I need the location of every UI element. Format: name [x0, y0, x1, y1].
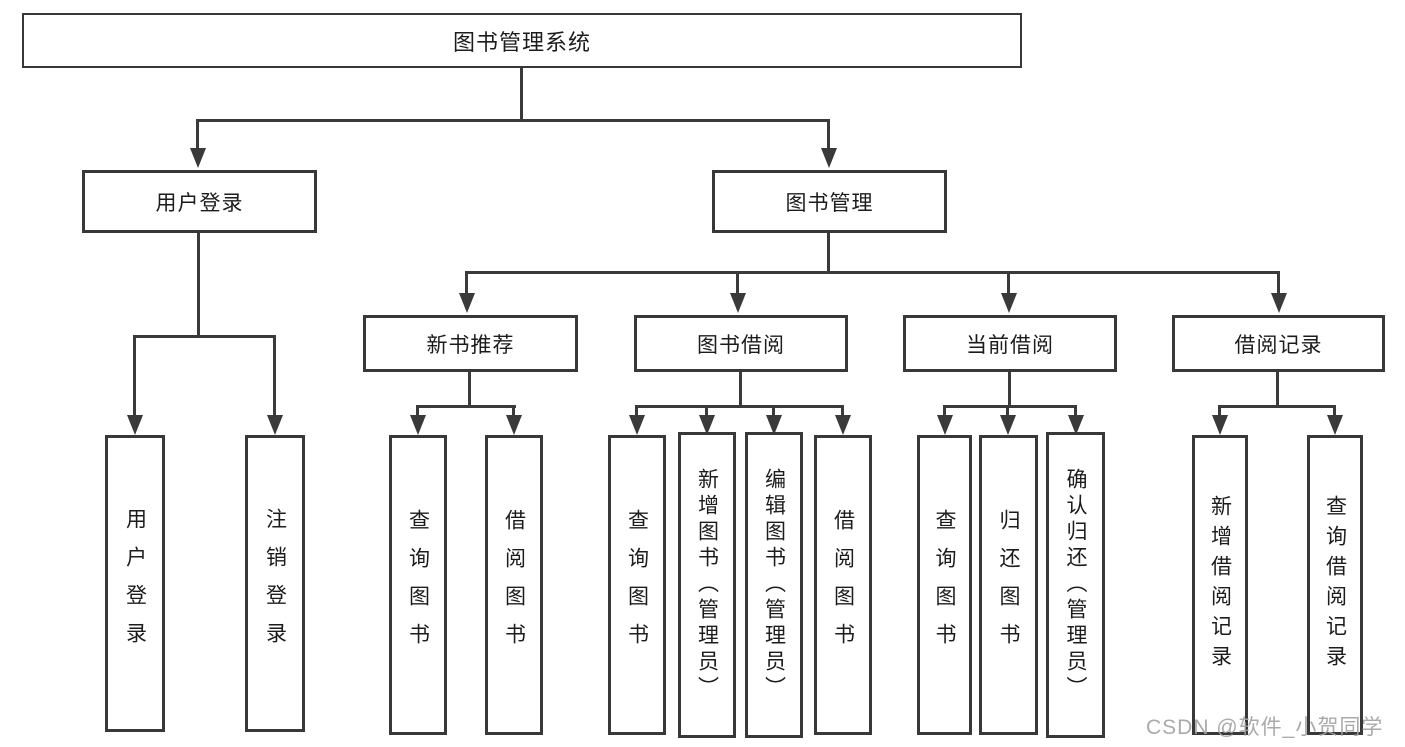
leaf-label: 新增图书（管理员）	[695, 468, 719, 702]
leaf-borrow-books: 借阅图书	[814, 435, 872, 735]
arrowhead-down-icon	[1000, 415, 1016, 435]
arrowhead-down-icon	[410, 415, 426, 435]
arrowhead-down-icon	[629, 415, 645, 435]
connector-line	[133, 335, 276, 338]
arrowhead-down-icon	[766, 415, 782, 435]
connector-line	[1218, 405, 1221, 419]
connector-line	[1006, 405, 1009, 419]
leaf-label: 用户登录	[123, 507, 147, 660]
connector-line	[197, 233, 200, 336]
leaf-query-books: 查询图书	[389, 435, 447, 735]
arrowhead-down-icon	[506, 415, 522, 435]
node-root-label: 图书管理系统	[452, 29, 591, 55]
arrowhead-down-icon	[267, 415, 283, 435]
node-label: 新书推荐	[426, 333, 515, 357]
arrowhead-down-icon	[835, 415, 851, 435]
arrowhead-down-icon	[1068, 415, 1084, 435]
connector-line	[416, 405, 419, 419]
connector-line	[1074, 405, 1077, 419]
arrowhead-down-icon	[1001, 293, 1017, 313]
connector-line	[196, 119, 830, 122]
node-label: 借阅记录	[1234, 333, 1323, 357]
leaf-query-borrow-record: 查询借阅记录	[1307, 435, 1363, 735]
node-current-borrow: 当前借阅	[903, 315, 1117, 372]
leaf-add-borrow-record: 新增借阅记录	[1192, 435, 1248, 735]
connector-line	[841, 405, 844, 419]
leaf-label: 注销登录	[263, 507, 287, 660]
connector-line	[133, 335, 136, 419]
leaf-query-books: 查询图书	[917, 435, 972, 735]
connector-line	[1218, 405, 1336, 408]
leaf-label: 确认归还（管理员）	[1064, 468, 1087, 702]
leaf-label: 借阅图书	[502, 509, 526, 661]
leaf-logout: 注销登录	[245, 435, 305, 732]
leaf-return-book: 归还图书	[979, 435, 1038, 735]
node-book-management: 图书管理	[712, 170, 947, 233]
leaf-borrow-books: 借阅图书	[485, 435, 543, 735]
connector-line	[943, 405, 1077, 408]
connector-line	[196, 119, 199, 152]
arrowhead-down-icon	[699, 415, 715, 435]
connector-line	[512, 405, 515, 419]
node-new-book-recommend: 新书推荐	[363, 315, 578, 372]
connector-line	[943, 405, 946, 419]
connector-line	[635, 405, 844, 408]
leaf-label: 新增借阅记录	[1208, 495, 1232, 675]
node-borrow-records: 借阅记录	[1172, 315, 1385, 372]
leaf-confirm-return-admin: 确认归还（管理员）	[1046, 432, 1105, 738]
connector-line	[273, 335, 276, 419]
connector-line	[772, 405, 775, 419]
arrowhead-down-icon	[730, 293, 746, 313]
arrowhead-down-icon	[190, 148, 206, 168]
node-label: 图书借阅	[697, 333, 785, 357]
connector-line	[416, 405, 516, 408]
leaf-label: 查询图书	[625, 509, 649, 661]
node-root: 图书管理系统	[22, 13, 1022, 68]
arrowhead-down-icon	[127, 415, 143, 435]
connector-line	[635, 405, 638, 419]
connector-line	[1333, 405, 1336, 419]
arrowhead-down-icon	[821, 148, 837, 168]
connector-line	[520, 68, 523, 121]
connector-line	[465, 271, 468, 297]
connector-line	[736, 271, 739, 297]
leaf-edit-book-admin: 编辑图书（管理员）	[745, 432, 803, 738]
arrowhead-down-icon	[1212, 415, 1228, 435]
leaf-label: 归还图书	[997, 509, 1020, 661]
node-user-login: 用户登录	[82, 170, 317, 233]
connector-line	[1007, 271, 1010, 297]
connector-line	[827, 119, 830, 152]
connector-line	[1008, 372, 1011, 408]
node-book-borrow: 图书借阅	[634, 315, 848, 372]
csdn-watermark: CSDN @软件_小贺同学	[1146, 716, 1384, 739]
leaf-label: 查询图书	[933, 509, 956, 661]
leaf-label: 借阅图书	[831, 509, 855, 661]
arrowhead-down-icon	[1271, 293, 1287, 313]
connector-line	[1277, 271, 1280, 297]
connector-line	[705, 405, 708, 419]
arrowhead-down-icon	[459, 293, 475, 313]
node-label: 当前借阅	[966, 333, 1054, 357]
leaf-add-book-admin: 新增图书（管理员）	[678, 432, 736, 738]
connector-line	[468, 372, 471, 408]
arrowhead-down-icon	[937, 415, 953, 435]
arrowhead-down-icon	[1327, 415, 1343, 435]
connector-line	[739, 372, 742, 408]
leaf-user-login: 用户登录	[105, 435, 165, 732]
leaf-label: 编辑图书（管理员）	[762, 468, 786, 702]
connector-line	[1276, 372, 1279, 408]
leaf-label: 查询借阅记录	[1323, 495, 1347, 675]
leaf-query-books: 查询图书	[608, 435, 666, 735]
leaf-label: 查询图书	[406, 509, 430, 661]
node-label: 用户登录	[155, 191, 244, 215]
connector-line	[827, 233, 830, 274]
node-label: 图书管理	[785, 191, 874, 215]
connector-line	[465, 271, 1280, 274]
